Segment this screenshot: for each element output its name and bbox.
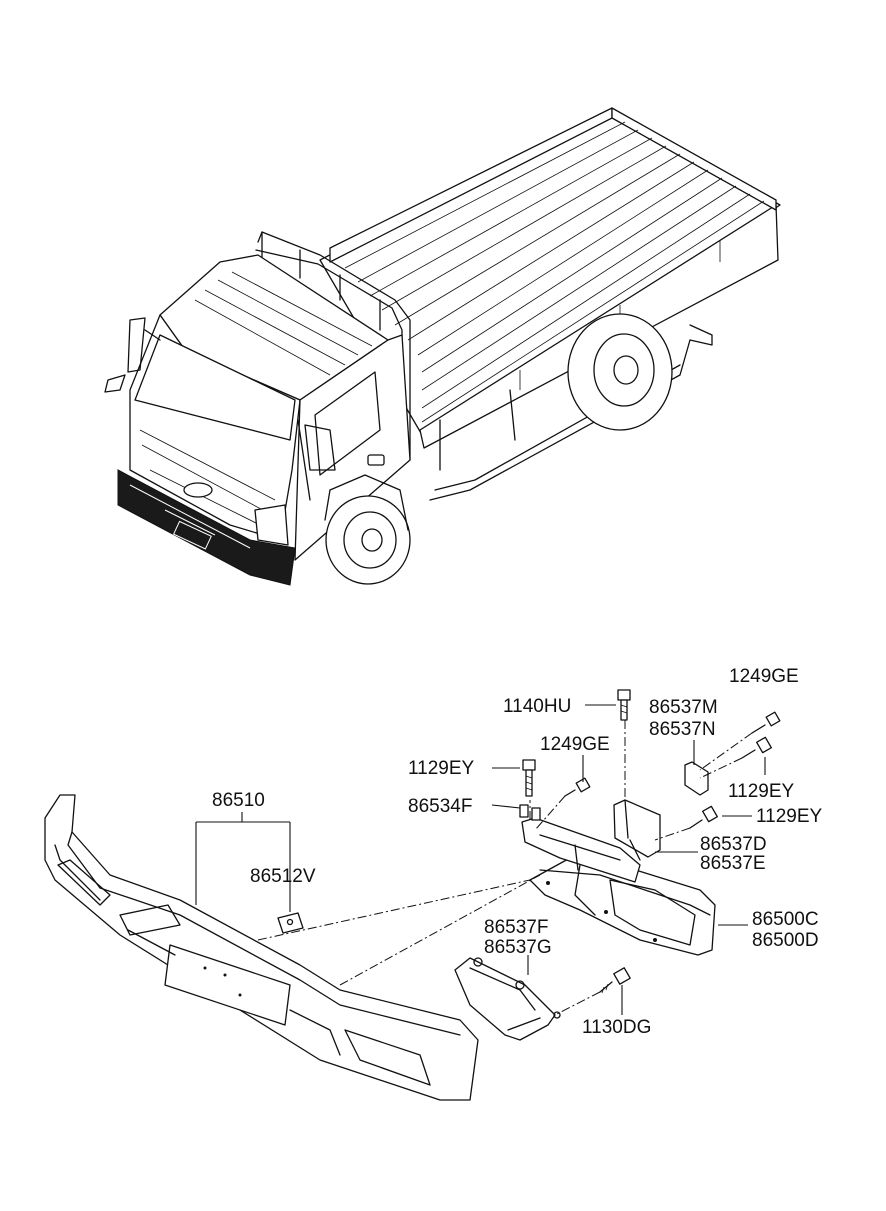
label-86510: 86510 <box>212 790 265 811</box>
front-wheel <box>324 474 411 585</box>
bolt-1129EY-right-lower <box>689 805 718 829</box>
label-1249GE-center: 1249GE <box>540 734 610 755</box>
cab-grille <box>139 429 276 526</box>
assembly-lines <box>257 720 753 1016</box>
label-86512V: 86512V <box>250 866 316 887</box>
label-86500D: 86500D <box>752 930 819 951</box>
bolt-1249GE-center <box>564 777 591 797</box>
front-bumper-part <box>44 794 479 1101</box>
label-1249GE-right: 1249GE <box>729 666 799 687</box>
label-1129EY-left: 1129EY <box>408 758 475 779</box>
bolt-1249GE-right <box>751 711 781 734</box>
bolt-1129EY-right-upper <box>741 736 772 759</box>
bolt-1129EY-left <box>522 759 536 797</box>
label-86537F: 86537F <box>484 917 548 938</box>
label-86537E: 86537E <box>700 853 766 874</box>
highlighted-front-bumper <box>117 469 296 586</box>
label-86500C: 86500C <box>752 909 819 930</box>
label-86534F: 86534F <box>408 796 472 817</box>
bracket-86537M <box>684 761 709 796</box>
cargo-bed-tail-board <box>611 107 777 211</box>
truck-cab <box>104 254 411 561</box>
label-86537N: 86537N <box>649 719 716 740</box>
bumper-stay-part <box>529 857 716 956</box>
label-86537M: 86537M <box>649 697 718 718</box>
cargo-bed-planks <box>344 121 765 423</box>
upper-bracket-part <box>521 817 641 883</box>
label-86537D: 86537D <box>700 834 767 855</box>
bolt-1130DG <box>599 967 631 994</box>
label-1140HU: 1140HU <box>503 696 571 717</box>
bumper-bracket-86512V <box>277 912 304 934</box>
rear-wheel <box>567 313 673 431</box>
fog-lamp-cover-part <box>454 957 561 1041</box>
label-1129EY-right-upper: 1129EY <box>728 781 795 802</box>
label-1129EY-right-lower: 1129EY <box>756 806 823 827</box>
truck-illustration <box>104 107 781 586</box>
clip-86534F <box>519 804 541 821</box>
label-86537G: 86537G <box>484 937 552 958</box>
bolt-1140HU <box>617 689 631 721</box>
cab-roof-ribs <box>194 271 373 376</box>
part-number-labels: 86510 86512V 1140HU 1249GE 1249GE 1129EY… <box>212 666 823 1038</box>
leader-lines <box>195 704 766 1015</box>
bracket-86537D <box>613 799 661 861</box>
label-1130DG: 1130DG <box>582 1017 651 1038</box>
